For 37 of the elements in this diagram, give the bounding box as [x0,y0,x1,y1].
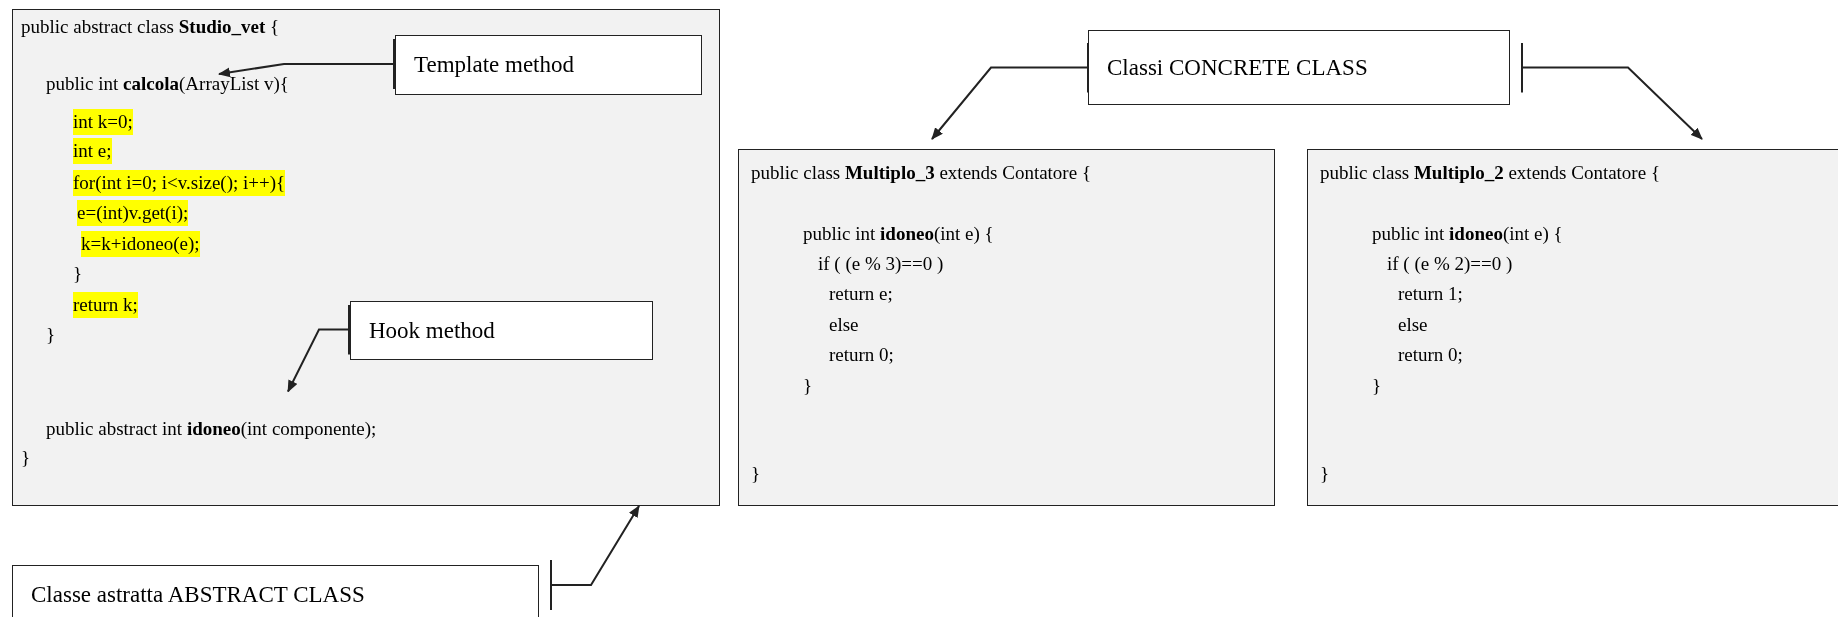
arrow [1521,41,1703,140]
code-line: } [803,374,813,398]
code-line: return 0; [1398,343,1463,367]
code-panel [738,149,1275,506]
code-line: } [73,262,83,286]
code-panel [12,9,720,506]
code-line: public abstract int idoneo(int componente); [46,417,377,441]
code-line: return 1; [1398,282,1463,306]
arrow [218,38,395,90]
callout-text: Hook method [369,317,495,344]
code-line: } [1372,374,1382,398]
code-line: public class Multiplo_3 extends Contatore { [751,161,1091,185]
callout-text: Classe astratta ABSTRACT CLASS [31,582,365,608]
code-line: else [829,313,859,337]
code-line: return 0; [829,343,894,367]
callout-box [1088,30,1510,105]
arrow [287,303,350,393]
code-panel [1307,149,1838,506]
code-line: public abstract class Studio_vet { [21,15,280,39]
code-line: return e; [829,282,893,306]
callout-box [350,301,653,360]
code-line: public class Multiplo_2 extends Contatore { [1320,161,1660,185]
code-line: } [21,446,31,470]
callout-text: Template method [414,52,574,78]
callout-box [12,565,539,617]
code-line: } [46,323,56,347]
code-line: public int calcola(ArrayList v){ [46,72,289,96]
code-line: } [751,462,761,486]
callout-box [395,35,702,95]
code-line: else [1398,313,1428,337]
code-line: if ( (e % 3)==0 ) [818,252,944,276]
code-line: } [1320,462,1330,486]
arrow [550,505,640,611]
code-line: if ( (e % 2)==0 ) [1387,252,1513,276]
code-line: public int idoneo(int e) { [1372,222,1563,246]
callout-text: Classi CONCRETE CLASS [1107,54,1368,81]
code-line: public int idoneo(int e) { [803,222,994,246]
